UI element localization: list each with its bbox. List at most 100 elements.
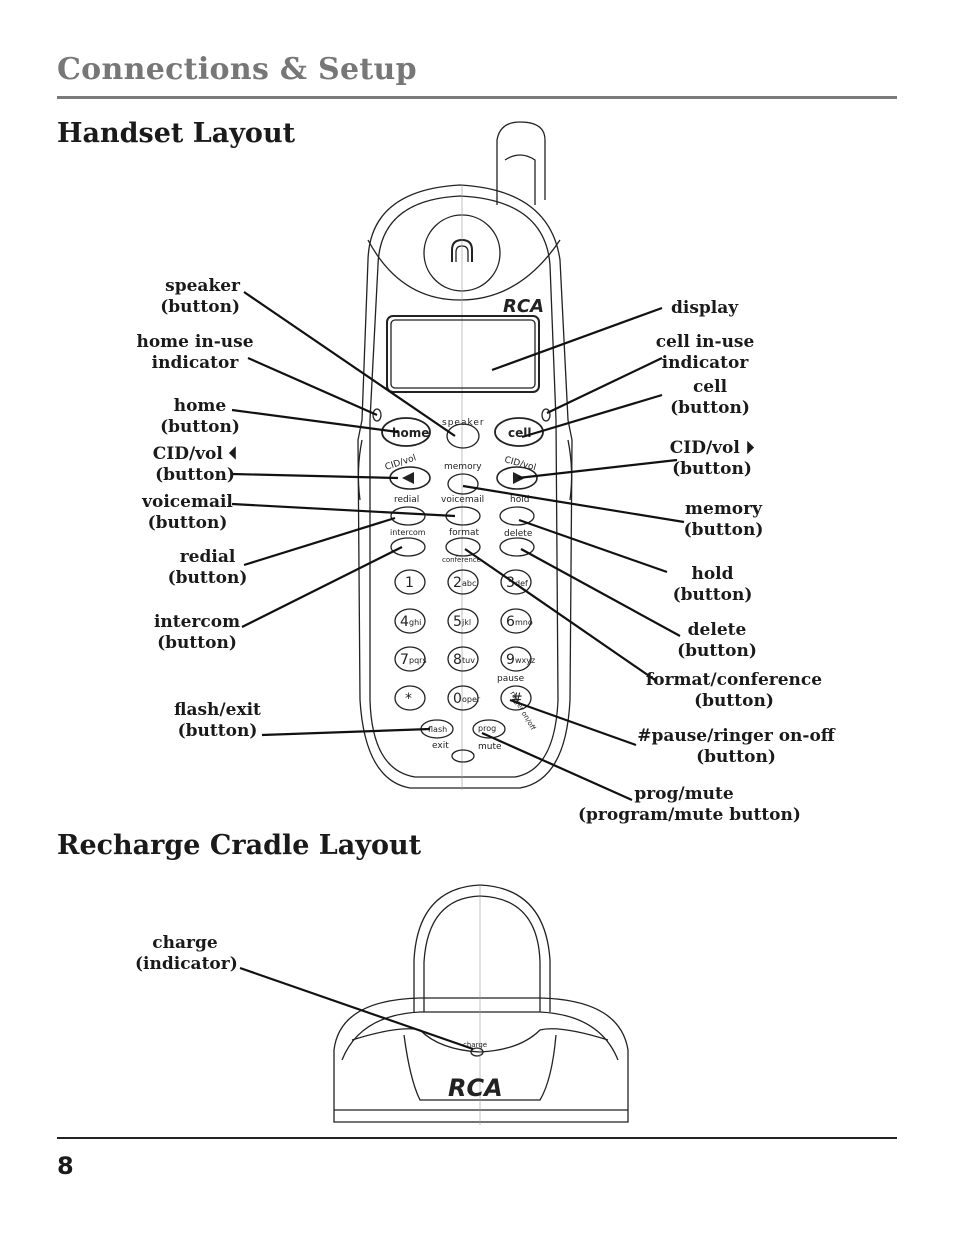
home-key <box>381 417 431 447</box>
home-in-use-led <box>372 408 382 422</box>
keypad-key-0 <box>394 569 426 595</box>
label-cid-vol-right: CID/vol ⏵(button) <box>669 438 755 479</box>
keypad-key-2 <box>500 569 532 595</box>
keypad-key-label: 4 <box>400 614 409 630</box>
antenna <box>496 121 546 205</box>
exit-text: exit <box>432 741 449 751</box>
cell-key <box>494 417 544 447</box>
keypad-key-letters: tuv <box>462 656 475 665</box>
intercom-key <box>390 537 426 557</box>
label-display: display <box>671 298 739 318</box>
keypad-key-letters: jkl <box>461 618 471 627</box>
keypad-key-label: 2 <box>453 575 462 591</box>
label-pause-ringer: #pause/ringer on-off(button) <box>637 726 835 767</box>
footer-rule <box>57 1137 897 1139</box>
cid-right-key <box>496 466 538 490</box>
memory-key <box>447 473 479 495</box>
keypad-key-3 <box>394 608 426 634</box>
label-hold: hold(button) <box>672 564 753 605</box>
keypad-key-label: 8 <box>453 652 462 668</box>
format-key <box>445 537 481 557</box>
cradle-rca-logo: RCA <box>448 1074 503 1102</box>
label-redial: redial(button) <box>167 547 248 588</box>
label-memory: memory(button) <box>683 499 764 540</box>
display-screen <box>386 315 540 393</box>
keypad-key-label: 5 <box>453 614 462 630</box>
keypad-key-letters: def <box>515 579 528 588</box>
label-flash-exit: flash/exit(button) <box>174 700 261 741</box>
handset-layout-heading: Handset Layout <box>57 118 296 149</box>
recharge-cradle-heading: Recharge Cradle Layout <box>57 830 422 861</box>
keypad-key-6 <box>394 646 426 672</box>
keypad-key-letters: abc <box>462 579 476 588</box>
rca-logo: RCA <box>503 296 544 317</box>
speaker-key-text: speaker <box>442 418 485 428</box>
speaker-key <box>446 423 480 449</box>
label-voicemail: voicemail(button) <box>142 492 233 533</box>
hold-key <box>499 506 535 526</box>
keypad-key-10 <box>447 685 479 711</box>
redial-key-text: redial <box>394 495 419 505</box>
home-key-text: home <box>392 426 429 440</box>
cradle-base <box>333 997 629 1123</box>
label-cid-vol-left: CID/vol ⏴(button) <box>152 444 238 485</box>
label-charge: charge(indicator) <box>135 933 238 974</box>
keypad-key-label: 1 <box>405 575 414 591</box>
intercom-key-text: intercom <box>390 528 426 537</box>
voicemail-key-text: voicemail <box>441 495 484 505</box>
keypad-key-label: 6 <box>506 614 515 630</box>
memory-key-text: memory <box>444 462 482 472</box>
label-speaker: speaker(button) <box>160 276 240 317</box>
mute-text: mute <box>478 742 502 752</box>
keypad-key-label: 7 <box>400 652 409 668</box>
keypad-key-4 <box>447 608 479 634</box>
prog-key-text: prog <box>478 724 496 733</box>
label-format-conference: format/conference(button) <box>645 670 823 711</box>
page-number: 8 <box>57 1152 74 1180</box>
keypad-key-letters: mno <box>515 618 533 627</box>
delete-key-text: delete <box>504 529 533 539</box>
label-cell: cell(button) <box>670 377 750 418</box>
format-key-text: format <box>449 528 479 538</box>
cradle-back <box>413 884 551 1012</box>
keypad-key-letters: pqrs <box>409 656 427 665</box>
label-prog-mute: prog/mute(program/mute button) <box>578 784 801 825</box>
label-intercom: intercom(button) <box>153 612 241 653</box>
keypad-key-8 <box>500 646 532 672</box>
header-rule <box>57 96 897 99</box>
cell-in-use-led <box>541 408 551 422</box>
keypad-key-5 <box>500 608 532 634</box>
handset-body <box>357 184 573 789</box>
hold-key-text: hold <box>510 495 529 505</box>
keypad-key-7 <box>447 646 479 672</box>
cid-right-text: CID/vol <box>503 455 537 473</box>
label-home: home(button) <box>160 396 240 437</box>
keypad-key-label: * <box>405 691 412 707</box>
flash-key-text: flash <box>428 725 447 734</box>
cid-left-text: CID/vol <box>384 453 418 472</box>
keypad-key-label: 9 <box>506 652 515 668</box>
prog-key <box>472 719 506 739</box>
keypad-key-label: 3 <box>506 575 515 591</box>
keypad-key-letters: oper <box>462 695 481 704</box>
keypad-key-9 <box>394 685 426 711</box>
keypad-key-11 <box>500 685 532 711</box>
cid-left-arrow <box>402 472 414 484</box>
section-title: Connections & Setup <box>57 52 417 87</box>
keypad-key-label: # <box>511 691 523 707</box>
keypad-key-letters: ghi <box>409 618 421 627</box>
delete-key <box>499 537 535 557</box>
keypad-key-letters: wxyz <box>515 656 535 665</box>
pause-text: pause <box>497 674 525 684</box>
conference-text: conference <box>442 556 481 564</box>
label-delete: delete(button) <box>677 620 757 661</box>
leader-lines <box>231 291 685 1051</box>
redial-key <box>390 506 426 526</box>
charge-led <box>470 1047 484 1057</box>
keypad-key-label: 0 <box>453 691 462 707</box>
cell-key-text: cell <box>508 426 531 440</box>
keypad-key-1 <box>447 569 479 595</box>
